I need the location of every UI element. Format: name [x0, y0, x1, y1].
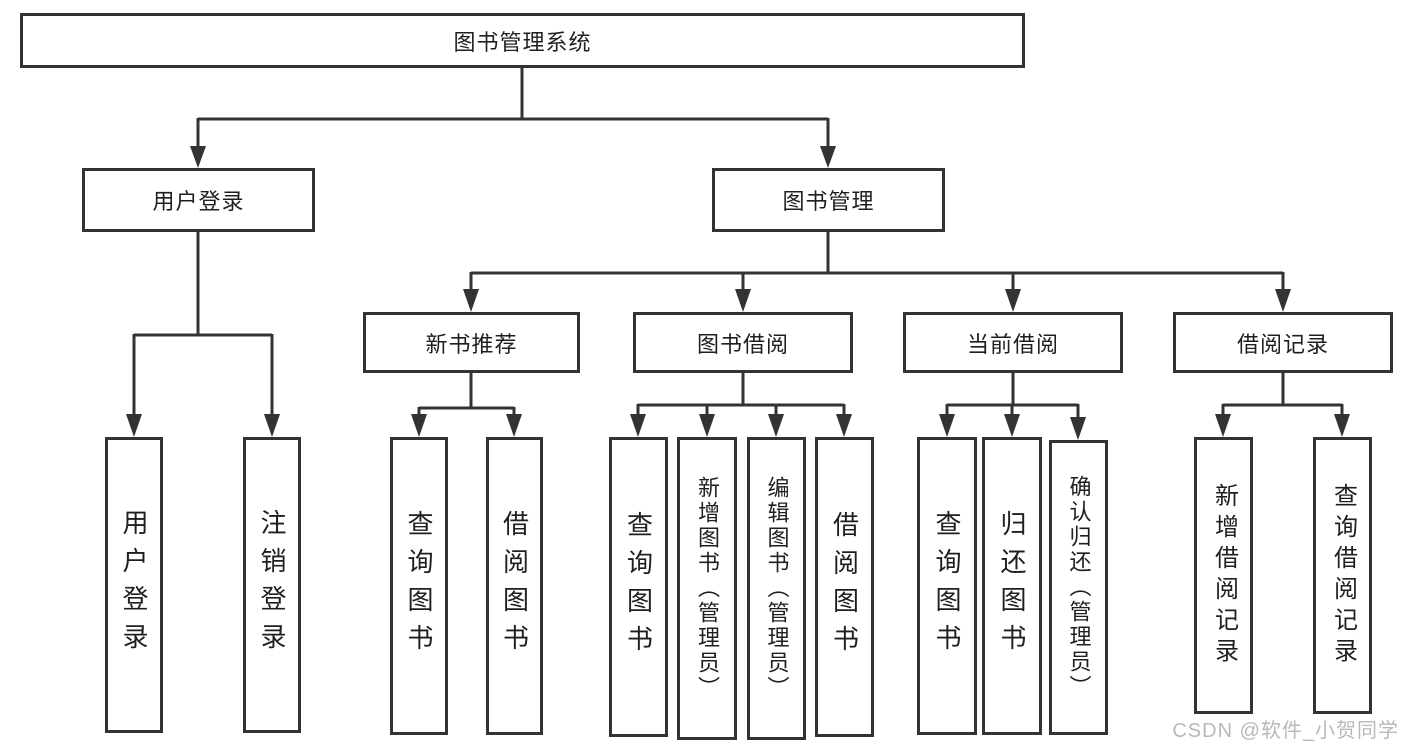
leaf-borrow-query-books-label: 查询图书: [623, 511, 654, 663]
leaf-confirm-return-admin-label: 确认归还（管理员）: [1066, 475, 1092, 700]
leaf-user-login-label: 用户登录: [119, 509, 149, 661]
leaf-add-borrow-record-label: 新增借阅记录: [1210, 482, 1238, 669]
node-book-borrowing: 图书借阅: [633, 312, 853, 373]
leaf-edit-book-admin-label: 编辑图书（管理员）: [764, 476, 790, 701]
leaf-return-book-label: 归还图书: [997, 510, 1027, 662]
leaf-confirm-return-admin: 确认归还（管理员）: [1049, 440, 1108, 735]
node-current-borrowing-label: 当前借阅: [966, 331, 1059, 357]
node-borrowing-records: 借阅记录: [1173, 312, 1393, 373]
leaf-edit-book-admin: 编辑图书（管理员）: [747, 437, 806, 740]
leaf-current-query-books: 查询图书: [917, 437, 977, 735]
arrowheads: [126, 146, 1350, 440]
node-user-login: 用户登录: [82, 168, 315, 232]
node-book-management: 图书管理: [712, 168, 945, 232]
leaf-add-book-admin: 新增图书（管理员）: [677, 437, 737, 740]
leaf-borrow-query-books: 查询图书: [609, 437, 668, 737]
node-current-borrowing: 当前借阅: [903, 312, 1123, 373]
node-root-label: 图书管理系统: [453, 29, 592, 55]
leaf-borrow-borrow-books-label: 借阅图书: [829, 511, 860, 663]
leaf-add-book-admin-label: 新增图书（管理员）: [695, 476, 720, 701]
leaf-recommend-borrow-books: 借阅图书: [486, 437, 543, 735]
node-new-book-recommend-label: 新书推荐: [425, 331, 518, 357]
leaf-recommend-query-books: 查询图书: [390, 437, 448, 735]
node-root-library-system: 图书管理系统: [20, 13, 1025, 68]
leaf-query-borrow-record: 查询借阅记录: [1313, 437, 1372, 714]
node-book-management-label: 图书管理: [782, 189, 875, 214]
node-user-login-label: 用户登录: [152, 189, 245, 214]
node-borrowing-records-label: 借阅记录: [1236, 331, 1329, 357]
leaf-add-borrow-record: 新增借阅记录: [1194, 437, 1253, 714]
leaf-recommend-borrow-books-label: 借阅图书: [499, 510, 530, 662]
leaf-logout: 注销登录: [243, 437, 301, 733]
node-new-book-recommend: 新书推荐: [363, 312, 580, 373]
leaf-logout-label: 注销登录: [257, 509, 287, 661]
leaf-recommend-query-books-label: 查询图书: [404, 510, 434, 662]
csdn-watermark: CSDN @软件_小贺同学: [1172, 720, 1399, 742]
leaf-current-query-books-label: 查询图书: [932, 510, 962, 662]
leaf-borrow-borrow-books: 借阅图书: [815, 437, 874, 737]
node-book-borrowing-label: 图书借阅: [696, 331, 789, 357]
leaf-query-borrow-record-label: 查询借阅记录: [1329, 482, 1357, 669]
leaf-user-login: 用户登录: [105, 437, 163, 733]
leaf-return-book: 归还图书: [982, 437, 1042, 735]
